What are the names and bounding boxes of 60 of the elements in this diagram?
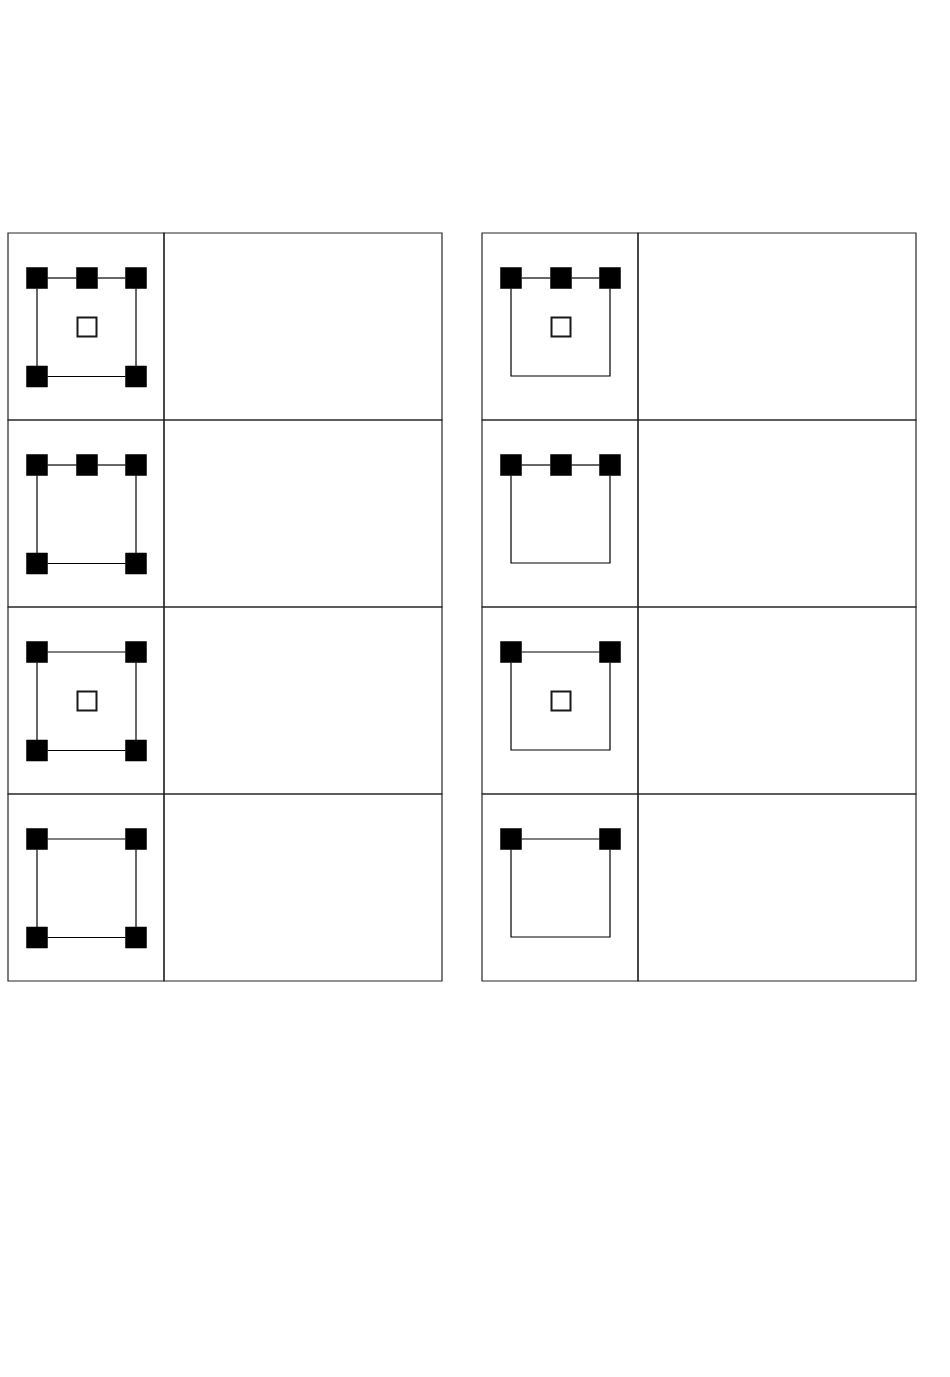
connector-line <box>46 936 127 939</box>
connector-line <box>520 464 552 466</box>
filled-square <box>26 267 48 289</box>
connector-line <box>46 277 78 279</box>
filled-square <box>26 454 48 476</box>
filled-square <box>26 926 48 949</box>
filled-square <box>26 828 48 850</box>
filled-square <box>125 641 147 663</box>
connector-line <box>510 287 611 377</box>
hollow-square <box>76 316 98 338</box>
filled-square <box>125 454 147 476</box>
connector-line <box>520 277 552 279</box>
filled-square <box>26 552 48 575</box>
filled-square <box>76 267 98 289</box>
connector-line <box>570 277 601 279</box>
connector-line <box>46 562 127 565</box>
connector-line <box>135 848 137 928</box>
connector-line <box>46 651 127 653</box>
filled-square <box>500 828 522 850</box>
connector-line <box>135 661 137 741</box>
connector-line <box>46 749 127 752</box>
connector-line <box>510 474 611 564</box>
filled-square <box>125 739 147 762</box>
filled-square <box>550 267 572 289</box>
filled-square <box>26 365 48 388</box>
connector-line <box>96 464 127 466</box>
filled-square <box>550 454 572 476</box>
filled-square <box>125 926 147 949</box>
filled-square <box>76 454 98 476</box>
connector-line <box>36 287 38 367</box>
filled-square <box>125 267 147 289</box>
filled-square <box>125 828 147 850</box>
hollow-square <box>550 690 572 712</box>
connector-line <box>570 464 601 466</box>
filled-square <box>500 641 522 663</box>
filled-square <box>599 828 621 850</box>
connector-line <box>46 464 78 466</box>
connector-line <box>36 848 38 928</box>
filled-square <box>599 267 621 289</box>
connector-line <box>135 474 137 554</box>
hollow-square <box>76 690 98 712</box>
filled-square <box>500 454 522 476</box>
connector-line <box>46 375 127 378</box>
connector-line <box>135 287 137 367</box>
connector-line <box>96 277 127 279</box>
filled-square <box>599 454 621 476</box>
connector-line <box>36 661 38 741</box>
connector-line <box>520 838 601 840</box>
filled-square <box>26 641 48 663</box>
connector-line <box>510 661 611 751</box>
filled-square <box>125 365 147 388</box>
connector-line <box>510 848 611 938</box>
filled-square <box>26 739 48 762</box>
connector-line <box>46 838 127 840</box>
hollow-square <box>550 316 572 338</box>
connector-line <box>36 474 38 554</box>
filled-square <box>125 552 147 575</box>
filled-square <box>599 641 621 663</box>
connector-line <box>520 651 601 653</box>
filled-square <box>500 267 522 289</box>
